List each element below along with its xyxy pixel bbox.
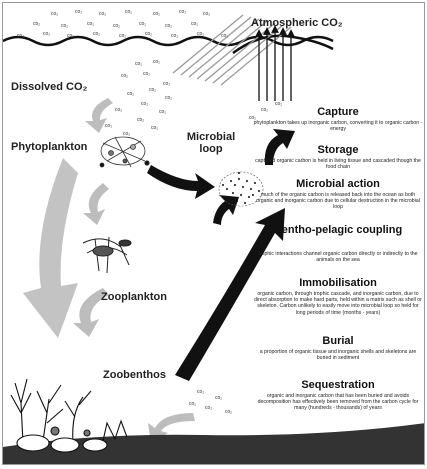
co2-marker: co₂ — [165, 23, 173, 29]
co2-marker: co₂ — [197, 389, 205, 395]
co2-marker: co₂ — [149, 87, 157, 93]
grey-arrow-dissolved — [85, 98, 113, 133]
label-microbial-loop-line1: Microbial — [186, 131, 236, 143]
black-arrow-phyto-to-microbial — [147, 165, 215, 199]
co2-marker: co₂ — [261, 107, 269, 113]
label-dissolved-co2: Dissolved CO₂ — [11, 81, 88, 93]
co2-marker: co₂ — [135, 61, 143, 67]
co2-marker: co₂ — [197, 31, 205, 37]
label-microbial-loop-line2: loop — [199, 143, 223, 155]
label-zooplankton: Zooplankton — [101, 291, 167, 303]
co2-marker: co₂ — [127, 91, 135, 97]
co2-marker: co₂ — [115, 107, 123, 113]
co2-marker: co₂ — [165, 95, 173, 101]
co2-marker: co₂ — [121, 73, 129, 79]
co2-marker: co₂ — [163, 81, 171, 87]
co2-marker: co₂ — [137, 117, 145, 123]
section-microbial-action-desc: much of the organic carbon is released b… — [256, 192, 420, 211]
section-burial-title: Burial — [322, 335, 354, 347]
section-burial-desc: a proportion of organic tissue and inorg… — [259, 349, 417, 362]
co2-marker: co₂ — [33, 21, 41, 27]
co2-marker: co₂ — [171, 33, 179, 39]
co2-marker: co₂ — [43, 31, 51, 37]
co2-marker: co₂ — [125, 9, 133, 15]
co2-marker: co₂ — [17, 33, 25, 39]
co2-marker: co₂ — [249, 115, 257, 121]
zoobenthos-illustration — [10, 378, 128, 453]
label-microbial-loop: Microbial loop — [181, 131, 241, 155]
co2-marker: co₂ — [113, 23, 121, 29]
microbial-cluster — [222, 172, 260, 204]
co2-marker: co₂ — [61, 23, 69, 29]
sea-surface-wave-raised — [232, 34, 334, 55]
co2-marker: co₂ — [153, 59, 161, 65]
section-immobilisation-desc: organic carbon, through trophic cascade,… — [254, 291, 422, 316]
black-arrow-microbial-to-capture — [264, 129, 295, 165]
section-sequestration-title: Sequestration — [301, 379, 375, 391]
atmospheric-exchange-arrows — [255, 25, 295, 101]
co2-marker: co₂ — [145, 31, 153, 37]
diagram-artwork — [3, 14, 424, 464]
co2-marker: co₂ — [51, 11, 59, 17]
co2-marker: co₂ — [221, 33, 229, 39]
grey-sinking-arrow-large — [23, 158, 78, 338]
label-zoobenthos: Zoobenthos — [103, 369, 166, 381]
phytoplankton-illustration — [99, 136, 150, 168]
co2-marker: co₂ — [159, 109, 167, 115]
section-sequestration-desc: organic and inorganic carbon that has be… — [257, 393, 419, 412]
co2-marker: co₂ — [87, 21, 95, 27]
grey-arrow-zoo-benthos — [73, 288, 109, 337]
co2-marker: co₂ — [119, 33, 127, 39]
co2-marker: co₂ — [141, 101, 149, 107]
seabed — [3, 423, 424, 464]
co2-marker: co₂ — [225, 409, 233, 415]
black-arrow-seabed-upwelling — [175, 208, 285, 381]
section-bentho-pelagic-title: Bentho-pelagic coupling — [273, 224, 403, 236]
co2-marker: co₂ — [191, 21, 199, 27]
co2-marker: co₂ — [105, 123, 113, 129]
label-phytoplankton: Phytoplankton — [11, 141, 88, 153]
co2-marker: co₂ — [189, 401, 197, 407]
section-immobilisation-title: Immobilisation — [299, 277, 377, 289]
co2-marker: co₂ — [139, 21, 147, 27]
co2-marker: co₂ — [93, 31, 101, 37]
label-atmospheric-co2: Atmospheric CO₂ — [251, 17, 343, 29]
co2-marker: co₂ — [143, 71, 151, 77]
co2-marker: co₂ — [99, 11, 107, 17]
light-rays — [172, 14, 292, 86]
section-capture-title: Capture — [317, 106, 359, 118]
co2-marker: co₂ — [215, 395, 223, 401]
co2-marker: co₂ — [75, 9, 83, 15]
section-storage-title: Storage — [317, 144, 359, 156]
co2-marker: co₂ — [151, 125, 159, 131]
section-capture-desc: phytoplankton takes up inorganic carbon,… — [253, 120, 423, 133]
co2-marker: co₂ — [123, 131, 131, 137]
co2-marker: co₂ — [153, 11, 161, 17]
co2-marker: co₂ — [203, 11, 211, 17]
zooplankton-illustration — [82, 236, 132, 274]
section-storage-desc: captured organic carbon is held in livin… — [255, 158, 421, 171]
co2-marker: co₂ — [205, 405, 213, 411]
black-arrow-microbial-up — [213, 195, 239, 225]
co2-marker: co₂ — [179, 9, 187, 15]
section-bentho-pelagic-desc: trophic interactions channel organic car… — [258, 251, 418, 264]
grey-arrow-phyto-zoo — [83, 183, 109, 225]
section-microbial-action-title: Microbial action — [296, 178, 380, 190]
co2-marker: co₂ — [67, 33, 75, 39]
co2-marker: co₂ — [275, 101, 283, 107]
